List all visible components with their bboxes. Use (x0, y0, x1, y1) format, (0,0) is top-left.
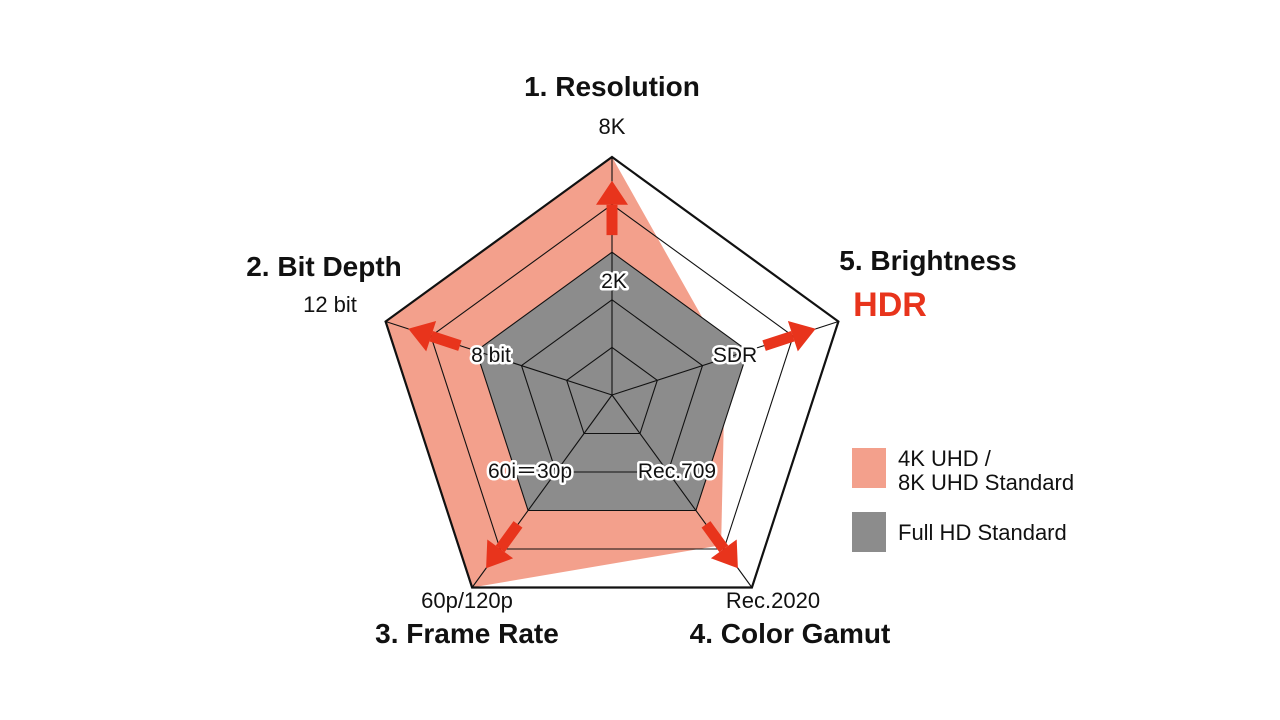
outer-level-label: 60p/120p (421, 588, 513, 613)
arrow-head (787, 321, 816, 352)
inner-level-label: Rec.709 (638, 460, 716, 483)
grid-ring (520, 299, 704, 473)
inner-level-label: 2K (601, 270, 627, 293)
outer-level-label: Rec.2020 (726, 588, 820, 613)
inner-level-label: SDR (713, 344, 757, 367)
upgrade-arrow (701, 521, 729, 553)
legend-label: Full HD Standard (898, 520, 1067, 545)
legend-label: 8K UHD Standard (898, 470, 1074, 495)
inner-level-label: 60i＝30p (488, 460, 572, 483)
axis-title: 3. Frame Rate (375, 618, 559, 649)
legend-swatch (852, 512, 886, 552)
arrow-head (408, 321, 437, 352)
outer-frame (384, 155, 840, 589)
grid-ring (430, 203, 794, 550)
inner-level-label: 8 bit (471, 344, 511, 367)
legend-label: 4K UHD / (898, 446, 992, 471)
outer-level-label: 8K (599, 114, 626, 139)
arrow-head (596, 180, 628, 205)
legend-swatch (852, 448, 886, 488)
axis-title: 2. Bit Depth (246, 251, 402, 282)
grid-ring (566, 346, 658, 435)
arrow-head (710, 539, 738, 569)
upgrade-arrow (429, 330, 462, 351)
outer-level-label: HDR (853, 286, 927, 324)
grid-ring (475, 251, 749, 512)
axis-title: 4. Color Gamut (690, 618, 891, 649)
outer-level-label: 12 bit (303, 292, 357, 317)
axis-title: 5. Brightness (839, 245, 1016, 276)
axis-title: 1. Resolution (524, 71, 700, 102)
upgrade-arrow (495, 521, 523, 553)
arrow-head (486, 539, 514, 569)
upgrade-arrow (762, 330, 795, 351)
